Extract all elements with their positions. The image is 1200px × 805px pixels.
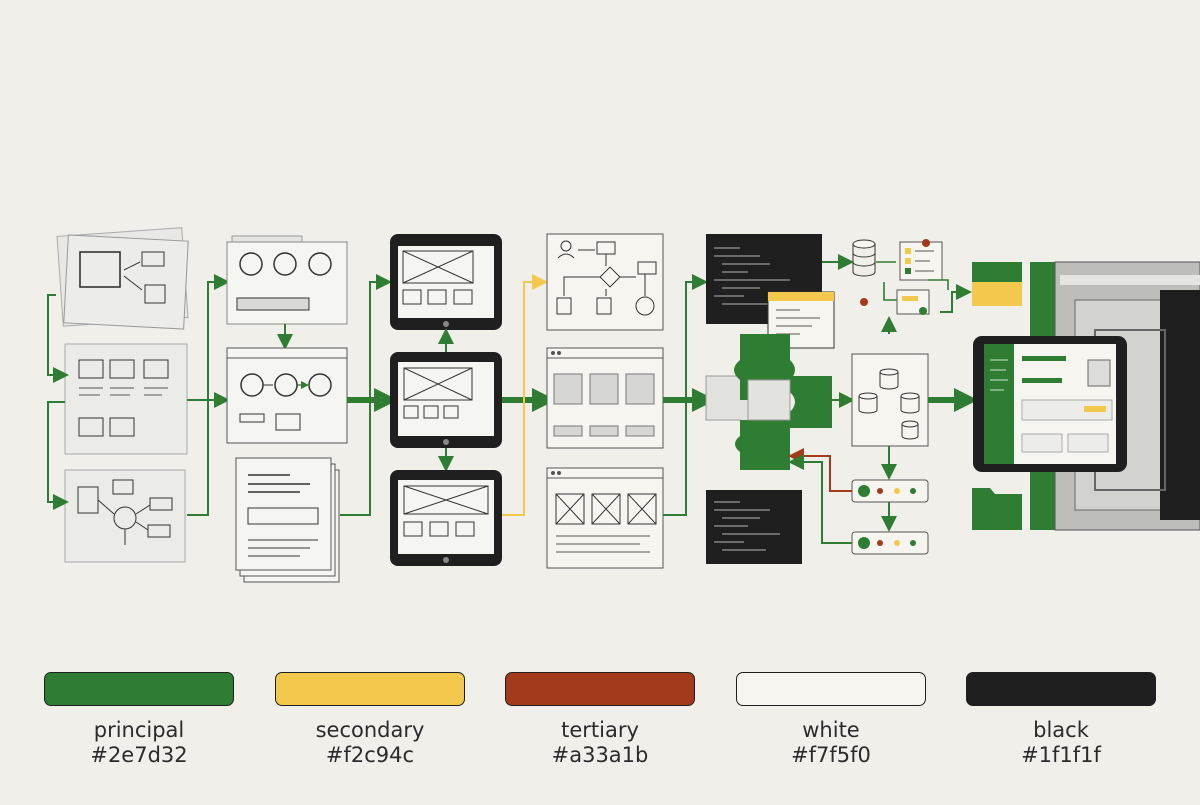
- tablet-icon: [973, 336, 1127, 472]
- folder-icon: [972, 262, 1022, 306]
- swatch-black-hex: #1f1f1f: [1021, 743, 1101, 767]
- checklist-card-icon: [899, 239, 943, 281]
- database-network-icon: [851, 353, 929, 447]
- swatch-tertiary-bar: [505, 672, 695, 706]
- puzzle-icon: [705, 334, 832, 470]
- swatch-principal-name: principal: [93, 718, 185, 742]
- tablet-icon: [390, 234, 502, 330]
- swatch-tertiary-name: tertiary: [561, 718, 639, 742]
- status-row-icon: [851, 531, 929, 555]
- swatch-principal-bar: [44, 672, 234, 706]
- sketch-paper-icon: [64, 469, 186, 563]
- folder-icon: [972, 488, 1022, 530]
- status-row-icon: [851, 479, 929, 503]
- swatch-tertiary-hex: #a33a1b: [551, 743, 649, 767]
- database-icon: [852, 239, 876, 277]
- tablet-icon: [390, 470, 502, 566]
- swatch-white-hex: #f7f5f0: [791, 743, 871, 767]
- wireframe-flow-icon: [226, 347, 348, 444]
- alert-dot-icon: [860, 298, 868, 306]
- sketch-paper-icon: [64, 343, 188, 455]
- swatch-black-bar: [966, 672, 1156, 706]
- settings-card-icon: [896, 289, 930, 315]
- swatch-principal: principal #2e7d32: [44, 672, 234, 768]
- code-editor-icon: [706, 490, 802, 564]
- browser-page-icon: [546, 347, 664, 449]
- swatch-black-name: black: [1033, 718, 1089, 742]
- wireframe-card-icon: [226, 235, 348, 325]
- sketch-paper-icon: [56, 227, 189, 330]
- workflow-diagram: [47, 227, 1200, 583]
- swatch-white: white #f7f5f0: [736, 672, 926, 768]
- swatch-white-name: white: [802, 718, 860, 742]
- document-stack-icon: [235, 457, 340, 583]
- browser-page-icon: [546, 467, 664, 569]
- tablet-icon: [390, 352, 502, 448]
- swatch-white-bar: [736, 672, 926, 706]
- swatch-secondary-bar: [275, 672, 465, 706]
- color-palette: principal #2e7d32 secondary #f2c94c tert…: [0, 672, 1200, 782]
- flowchart-icon: [546, 233, 664, 331]
- swatch-tertiary: tertiary #a33a1b: [505, 672, 695, 768]
- swatch-secondary-name: secondary: [315, 718, 425, 742]
- swatch-principal-hex: #2e7d32: [90, 743, 188, 767]
- swatch-black: black #1f1f1f: [966, 672, 1156, 768]
- swatch-secondary-hex: #f2c94c: [325, 743, 415, 767]
- swatch-secondary: secondary #f2c94c: [275, 672, 465, 768]
